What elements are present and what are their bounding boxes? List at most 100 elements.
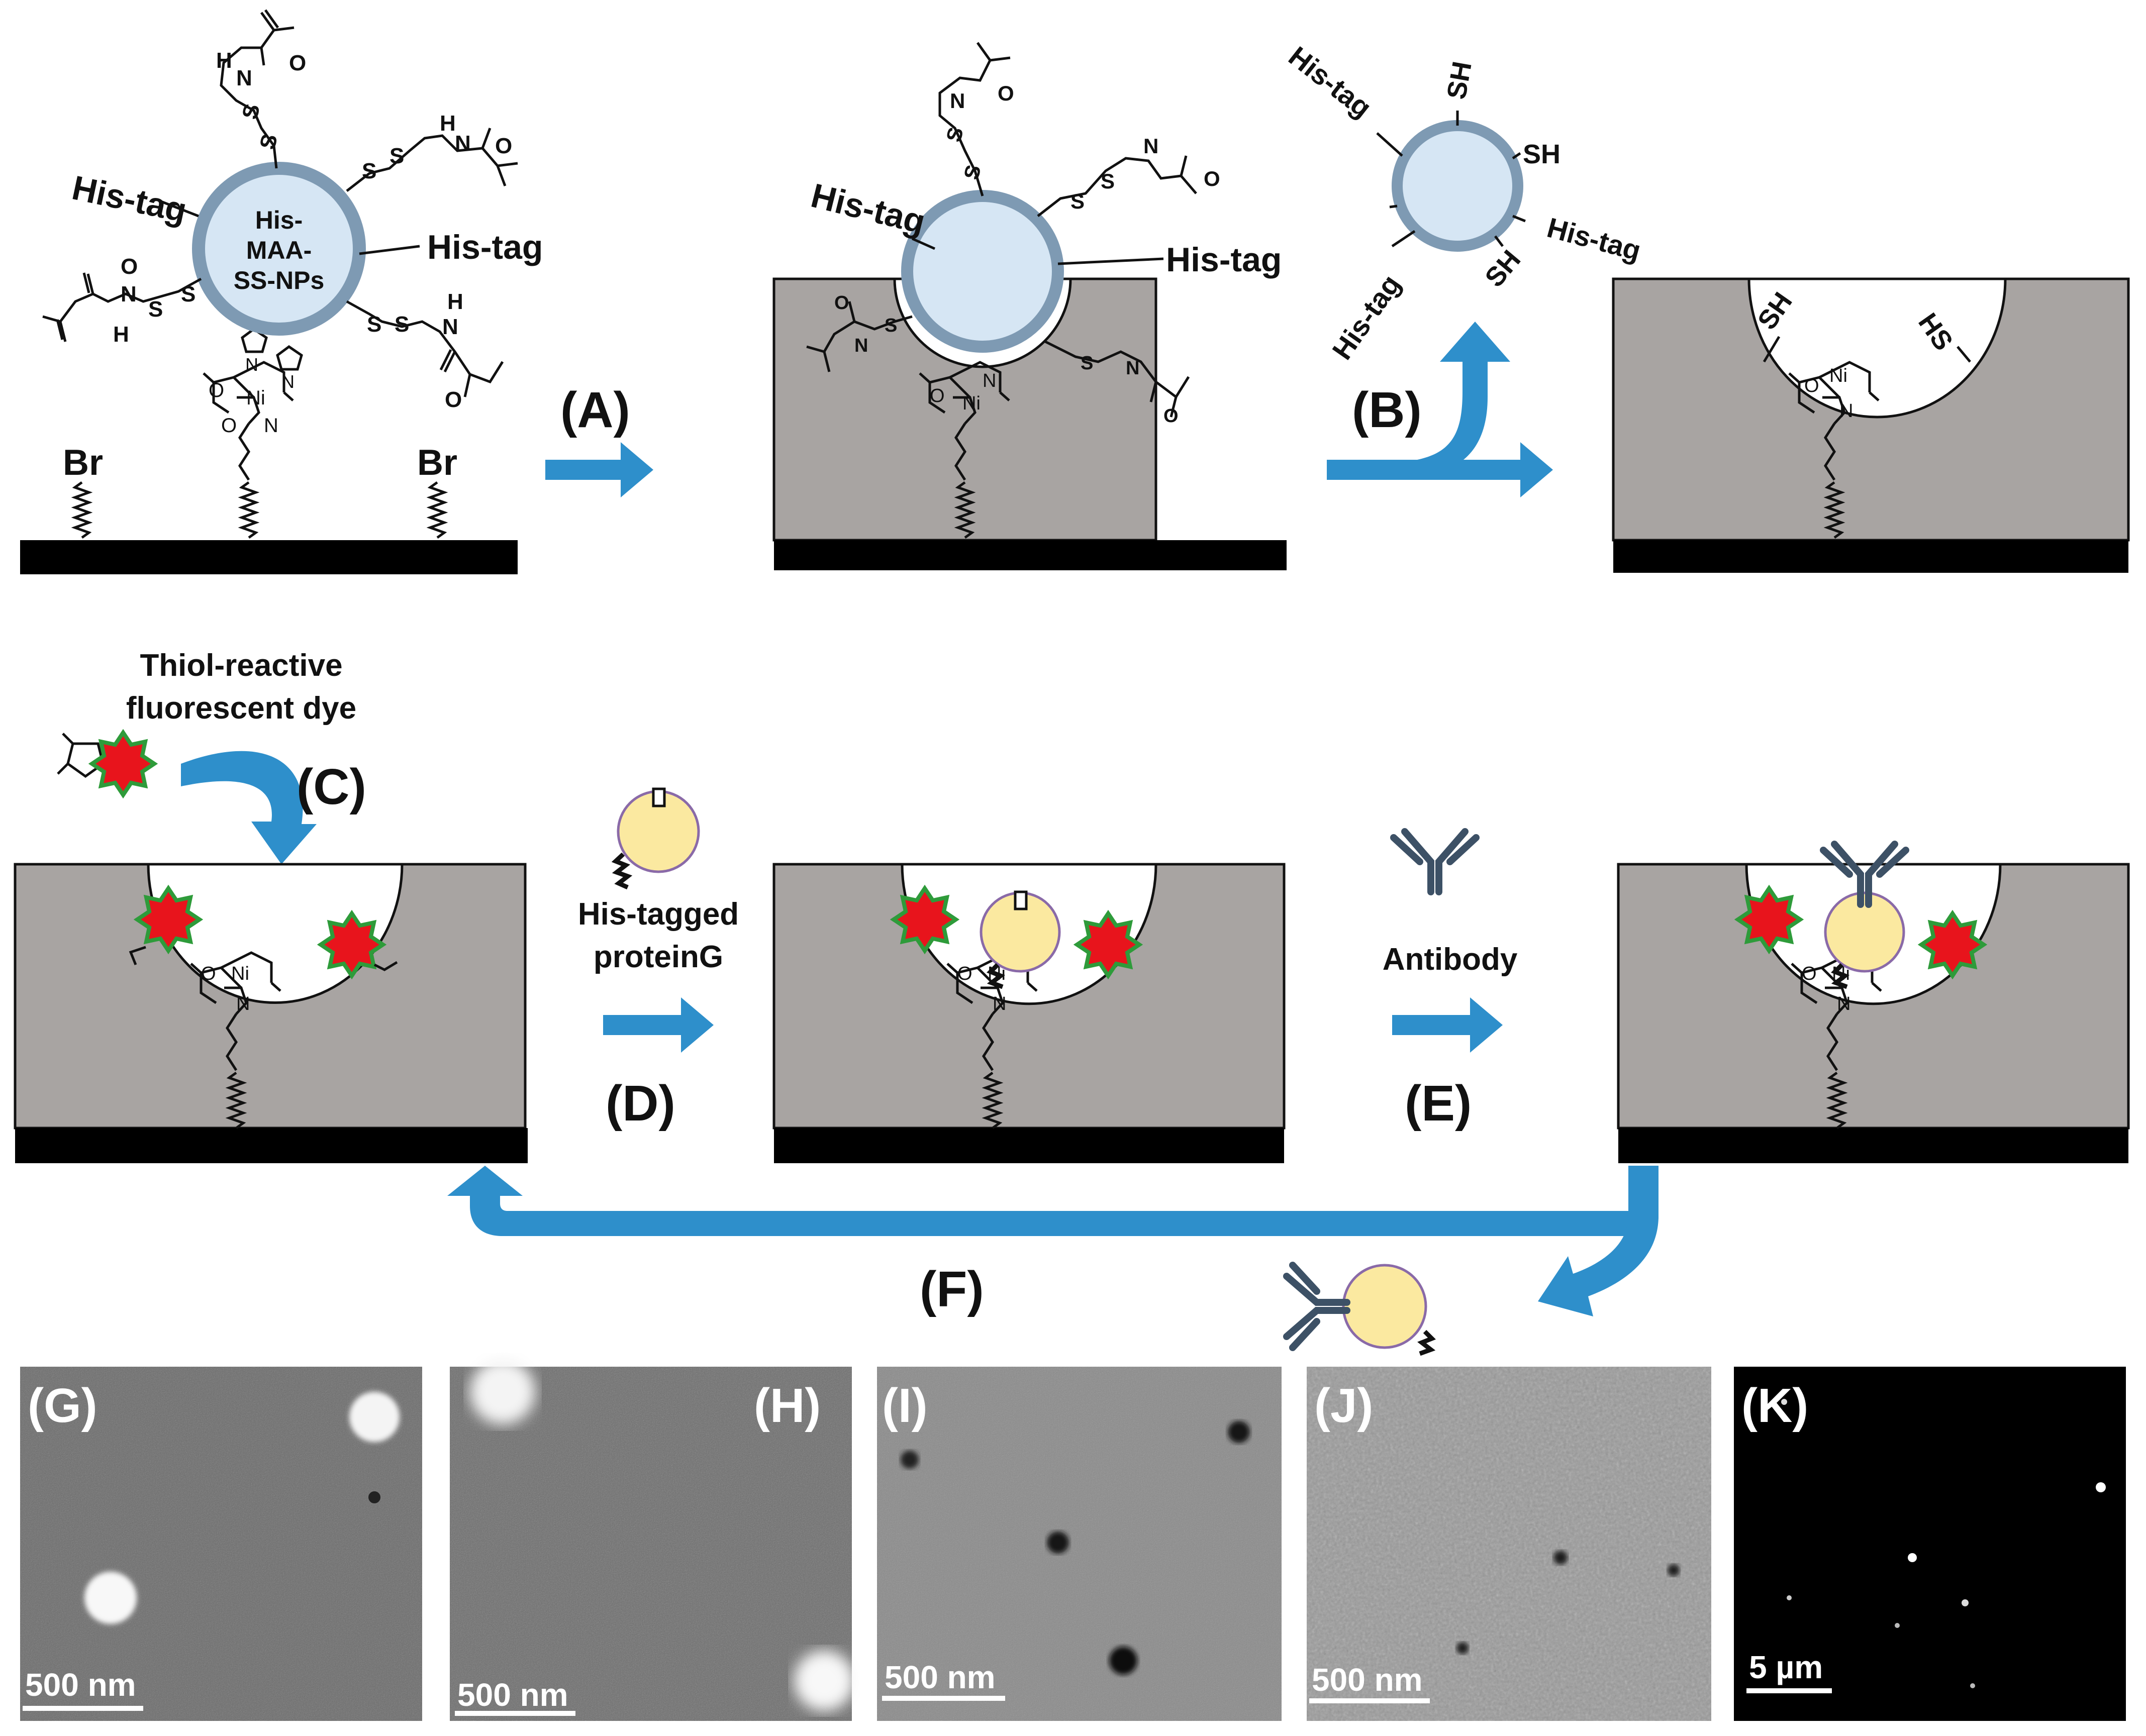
svg-text:N: N (1126, 358, 1139, 379)
micrograph-j: (J) 500 nm (1307, 1367, 1711, 1721)
step-b-arrow: (B) (1327, 322, 1553, 497)
svg-text:proteinG: proteinG (594, 940, 723, 974)
substrate-bar (1613, 540, 2128, 573)
imprinted-polymer-with-particle-panel: O Ni N His-tag His-tag S S N O S S N O (772, 42, 1287, 570)
svg-text:S: S (1101, 169, 1115, 193)
svg-text:S: S (1081, 353, 1093, 374)
svg-text:N: N (236, 993, 250, 1014)
svg-text:N: N (993, 993, 1006, 1014)
substrate-bar (1618, 1128, 2128, 1163)
dye-labeled-cavity-panel: O Ni N (14, 863, 528, 1163)
svg-text:Thiol-reactive: Thiol-reactive (140, 648, 342, 683)
svg-text:500 nm: 500 nm (25, 1667, 136, 1703)
step-a-arrow: (A) (545, 382, 653, 497)
svg-text:MAA-: MAA- (246, 236, 312, 264)
svg-text:O: O (209, 379, 224, 401)
released-particle: SH SH His-tag SH His-tag His-tag (1283, 40, 1644, 365)
svg-text:N: N (455, 131, 471, 156)
svg-text:S: S (237, 101, 265, 122)
svg-text:N: N (245, 354, 258, 375)
br-initiator-left: Br (63, 443, 103, 538)
svg-text:SH: SH (1479, 245, 1526, 293)
svg-text:S: S (181, 282, 196, 307)
svg-text:(C): (C) (297, 759, 366, 815)
dye-star-icon (894, 888, 956, 951)
svg-text:SH: SH (1441, 59, 1478, 101)
svg-text:O: O (1802, 963, 1817, 984)
antibody-icon (1394, 832, 1476, 892)
svg-text:S: S (367, 312, 381, 337)
svg-text:His-tag: His-tag (807, 176, 929, 241)
svg-text:(I): (I) (882, 1379, 928, 1433)
svg-text:S: S (389, 144, 404, 168)
svg-text:(A): (A) (560, 382, 630, 438)
substrate-bar (774, 1128, 1284, 1163)
dye-star-icon (1077, 913, 1139, 976)
svg-text:Ni: Ni (246, 387, 265, 409)
substrate-bar (774, 540, 1287, 570)
his-tag-right: His-tag (1057, 241, 1282, 279)
protein-g-icon (611, 787, 700, 890)
svg-text:O: O (201, 963, 216, 984)
svg-text:His-: His- (255, 206, 303, 234)
central-chelator: O Ni O N (204, 362, 293, 538)
dye-curved-arrow (181, 751, 317, 864)
protein-g-icon (980, 890, 1061, 989)
released-antibody-protein-complex (1287, 1265, 1436, 1356)
svg-text:Br: Br (417, 443, 457, 483)
svg-text:O: O (289, 51, 306, 75)
substrate-bar (15, 1128, 528, 1163)
svg-text:His-tag: His-tag (1544, 212, 1644, 267)
dye-star-icon (137, 888, 200, 951)
micrograph-k: (K) 5 µm (1734, 1367, 2126, 1721)
svg-text:His-tagged: His-tagged (578, 897, 739, 932)
svg-text:N: N (442, 315, 458, 339)
svg-text:(B): (B) (1352, 382, 1422, 438)
svg-text:500 nm: 500 nm (1312, 1662, 1423, 1698)
svg-text:(F): (F) (920, 1261, 984, 1317)
dye-star-icon (92, 733, 154, 795)
svg-text:500 nm: 500 nm (457, 1677, 568, 1713)
svg-text:N: N (1839, 400, 1853, 422)
micrograph-h: (H) 500 nm (450, 1359, 854, 1721)
svg-text:N: N (121, 282, 137, 307)
svg-text:His-tag: His-tag (1166, 241, 1282, 279)
protein-g-icon (1824, 891, 1905, 989)
svg-text:His-tag: His-tag (1283, 40, 1378, 124)
svg-text:N: N (281, 371, 295, 392)
dye-star-icon (1738, 888, 1800, 951)
micrograph-g: (G) 500 nm (20, 1367, 422, 1721)
svg-text:O: O (1163, 405, 1179, 427)
his-tag-left: His-tag (69, 168, 199, 230)
svg-text:O: O (998, 81, 1014, 105)
his-maa-ss-nanoparticle: His- MAA- SS-NPs (192, 162, 366, 336)
svg-text:Br: Br (63, 443, 103, 483)
histidine-rings: N N (241, 327, 303, 392)
svg-text:H: H (440, 111, 456, 136)
initial-substrate-panel: Br Br O Ni O N N N His- MAA- SS-NPs (20, 9, 543, 574)
svg-text:S: S (395, 312, 409, 337)
svg-text:5 µm: 5 µm (1749, 1649, 1823, 1685)
svg-text:SH: SH (1523, 139, 1560, 169)
svg-text:N: N (983, 370, 996, 391)
svg-text:H: H (216, 48, 232, 73)
svg-text:O: O (930, 385, 945, 406)
svg-text:O: O (445, 387, 462, 412)
svg-text:(E): (E) (1405, 1075, 1472, 1132)
br-initiator-right: Br (417, 443, 457, 538)
svg-text:fluorescent dye: fluorescent dye (126, 691, 356, 726)
step-f-arrow: (F) (447, 1166, 1659, 1317)
svg-text:Ni: Ni (962, 393, 981, 414)
step-e-group: Antibody (E) (1383, 832, 1518, 1132)
svg-text:O: O (834, 292, 849, 314)
dye-star-icon (1921, 913, 1984, 976)
svg-text:(J): (J) (1314, 1379, 1373, 1433)
micrograph-i: (I) 500 nm (877, 1367, 1282, 1721)
svg-text:N: N (1837, 993, 1850, 1014)
svg-text:(D): (D) (606, 1075, 675, 1132)
svg-text:N: N (264, 415, 278, 437)
svg-text:Antibody: Antibody (1383, 942, 1518, 977)
svg-text:Ni: Ni (1829, 365, 1847, 386)
svg-text:(G): (G) (28, 1379, 97, 1433)
